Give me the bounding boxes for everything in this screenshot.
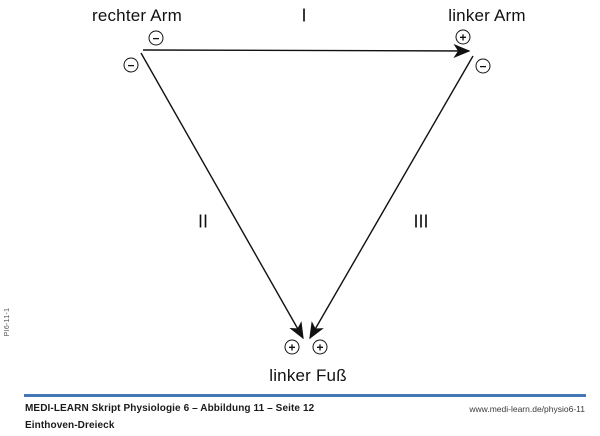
plus-electrode-icon: + <box>312 339 328 355</box>
lead-II-arrow <box>140 52 304 340</box>
lead-I-arrow <box>142 43 471 58</box>
footer-source-line: MEDI-LEARN Skript Physiologie 6 – Abbild… <box>25 403 315 414</box>
lead-label-III: III <box>413 211 429 232</box>
node-label-left-foot: linker Fuß <box>269 366 347 385</box>
node-label-left-arm: linker Arm <box>448 6 526 25</box>
minus-electrode-icon: − <box>475 58 491 74</box>
lead-label-I: I <box>301 5 307 26</box>
figure-code: PI6-11-1 <box>4 307 11 337</box>
minus-electrode-icon: − <box>148 30 164 46</box>
footer-url: www.medi-learn.de/physio6-11 <box>469 404 585 414</box>
footer-figure-caption: Einthoven-Dreieck <box>25 420 115 431</box>
footer-divider-rule <box>24 394 586 397</box>
plus-electrode-icon: + <box>284 339 300 355</box>
plus-electrode-icon: + <box>455 29 471 45</box>
minus-electrode-icon: − <box>123 57 139 73</box>
node-label-right-arm: rechter Arm <box>91 6 183 25</box>
lead-label-II: II <box>197 211 209 232</box>
lead-III-arrow <box>309 55 474 340</box>
